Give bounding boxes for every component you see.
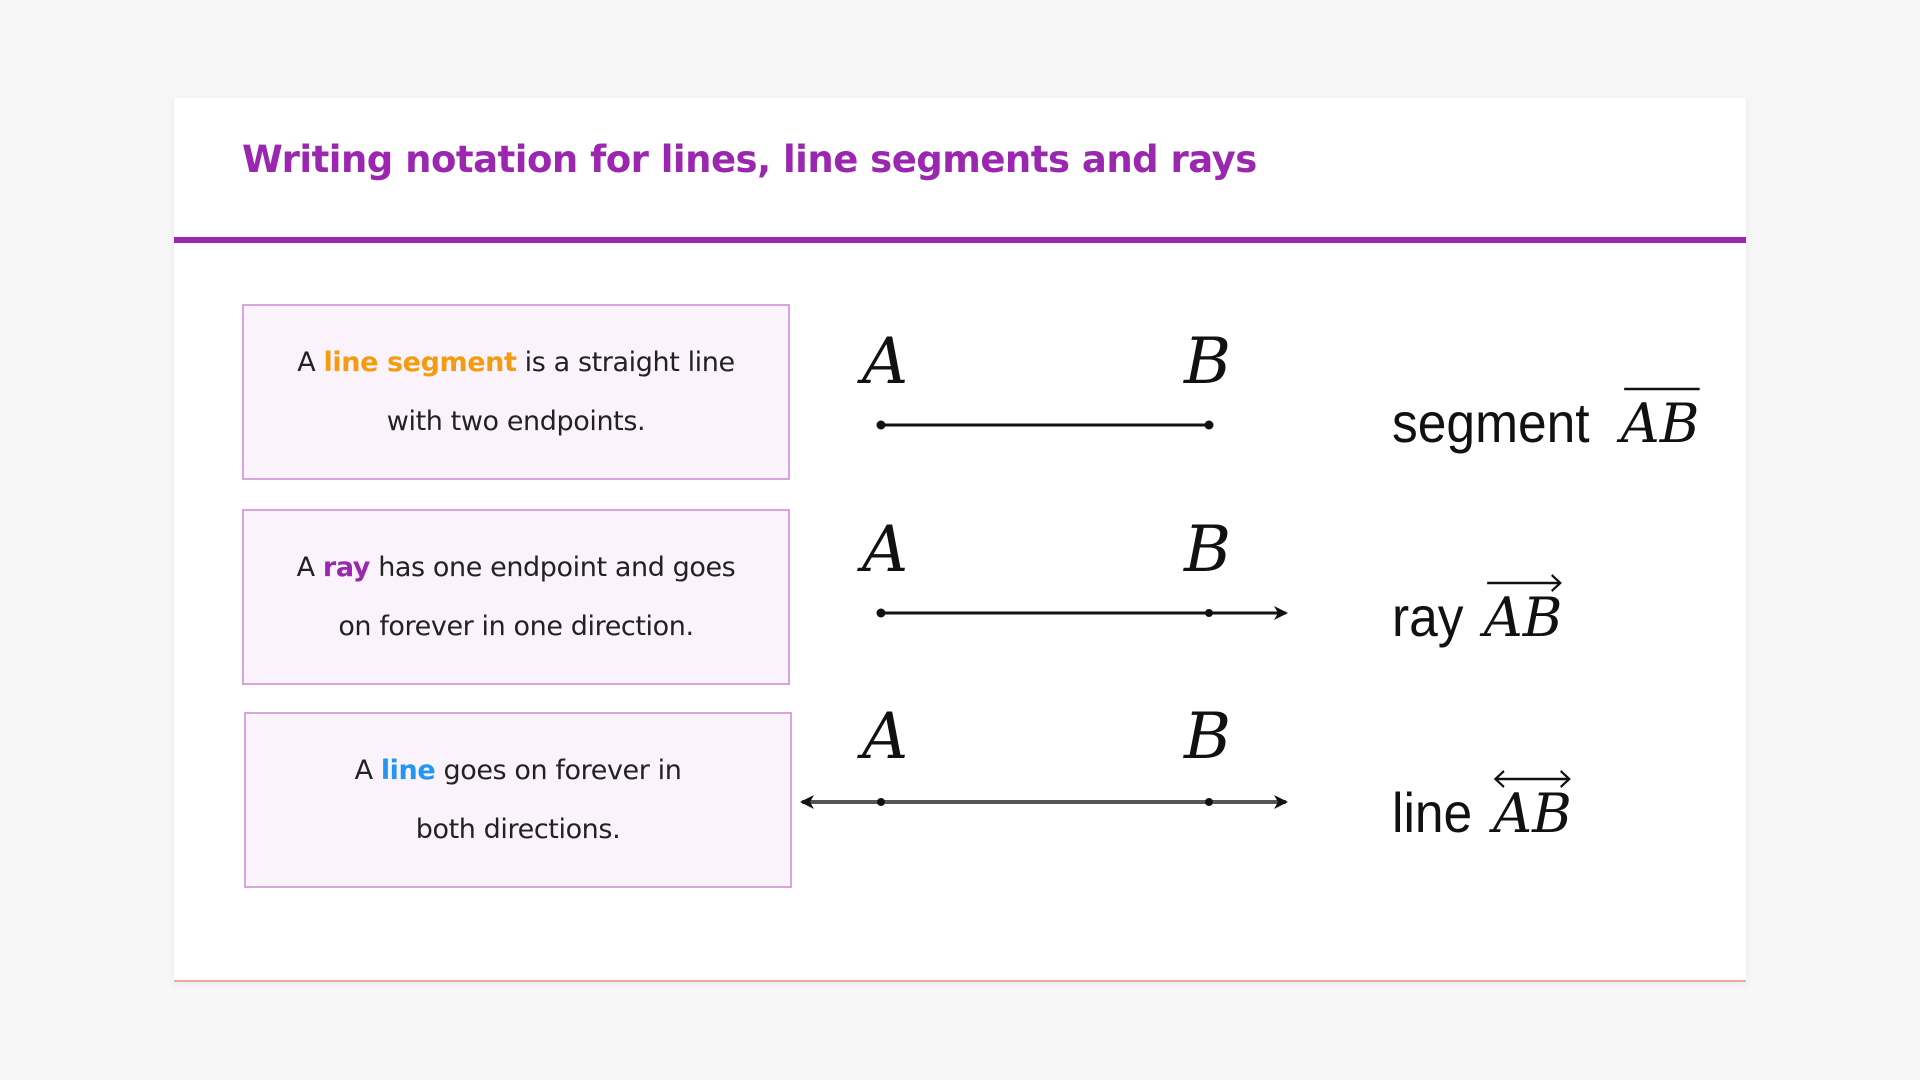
- notation-symbol-text: AB: [1493, 782, 1572, 845]
- point-label-a: A: [857, 325, 908, 399]
- definition-line2: with two endpoints.: [386, 406, 646, 437]
- notation-line: line AB: [1392, 770, 1572, 845]
- double-arrow-icon: [1493, 770, 1572, 788]
- definition-box-segment: A line segment is a straight line with t…: [242, 304, 790, 480]
- page-title: Writing notation for lines, line segment…: [242, 138, 1257, 181]
- definition-text: A ray has one endpoint and goes on forev…: [297, 538, 736, 656]
- point-label-a: A: [857, 700, 908, 774]
- ray-diagram: A B: [857, 513, 1288, 620]
- notation-symbol: AB: [1483, 574, 1563, 649]
- definition-box-line: A line goes on forever in both direction…: [244, 712, 792, 888]
- endpoint-a: [876, 608, 886, 618]
- point-a-dot: [877, 798, 885, 806]
- notation-ray: ray AB: [1392, 574, 1563, 649]
- notation-symbol-text: AB: [1483, 586, 1563, 649]
- notation-symbol: AB: [1620, 387, 1700, 455]
- notation-word: segment: [1392, 391, 1590, 454]
- overline-bar-icon: [1623, 387, 1700, 391]
- notation-word: line: [1392, 781, 1473, 844]
- notation-symbol-text: AB: [1620, 392, 1700, 455]
- definition-text: A line goes on forever in both direction…: [355, 741, 682, 859]
- point-label-b: B: [1183, 513, 1231, 587]
- point-label-b: B: [1183, 325, 1231, 399]
- definition-line2: both directions.: [415, 814, 621, 845]
- term-ray: ray: [322, 552, 371, 583]
- notation-symbol: AB: [1493, 770, 1572, 845]
- point-label-a: A: [857, 513, 908, 587]
- segment-diagram: A B: [857, 325, 1231, 430]
- notation-segment: segment AB: [1392, 387, 1700, 455]
- endpoint-b: [1204, 420, 1214, 430]
- notation-word: ray: [1392, 585, 1464, 648]
- term-line-segment: line segment: [323, 347, 517, 378]
- title-divider: [174, 237, 1746, 243]
- definition-rest: has one endpoint and goes: [370, 552, 736, 583]
- endpoint-a: [876, 420, 886, 430]
- definition-box-ray: A ray has one endpoint and goes on forev…: [242, 509, 790, 685]
- definition-line2: on forever in one direction.: [338, 611, 694, 642]
- definition-prefix: A: [354, 755, 381, 786]
- slide: Writing notation for lines, line segment…: [174, 98, 1746, 982]
- definition-rest: goes on forever in: [435, 755, 682, 786]
- definition-prefix: A: [296, 552, 323, 583]
- definition-rest: is a straight line: [516, 347, 735, 378]
- line-diagram: A B: [800, 700, 1288, 809]
- right-arrow-icon: [1486, 574, 1562, 592]
- term-line: line: [380, 755, 436, 786]
- point-label-b: B: [1183, 700, 1231, 774]
- point-b-dot: [1205, 609, 1213, 617]
- definition-prefix: A: [297, 347, 324, 378]
- point-b-dot: [1205, 798, 1213, 806]
- definition-text: A line segment is a straight line with t…: [297, 333, 735, 451]
